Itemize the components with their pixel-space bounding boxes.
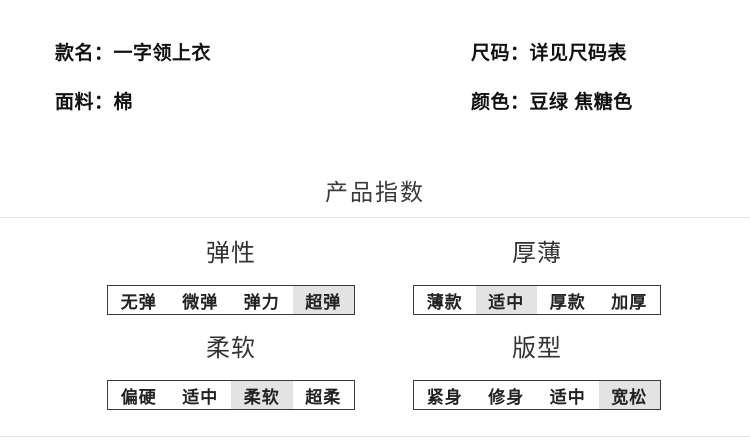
info-label: 款名：	[55, 43, 114, 64]
info-label: 尺码：	[471, 43, 530, 64]
info-row-size: 尺码：详见尺码表	[471, 38, 627, 65]
option-cell: 修身	[488, 387, 525, 407]
info-value: 详见尺码表	[529, 43, 628, 64]
group-title: 弹性	[206, 240, 256, 267]
info-value: 一字领上衣	[113, 43, 212, 64]
option-cell: 加厚	[611, 292, 648, 312]
option-cell: 适中	[549, 387, 586, 407]
option-cell: 适中	[182, 387, 219, 407]
option-cell-selected: 宽松	[598, 381, 660, 409]
option-cell: 微弹	[182, 292, 219, 312]
divider	[0, 436, 750, 437]
option-cell: 偏硬	[120, 387, 157, 407]
info-row-fabric: 面料：棉	[55, 87, 133, 114]
info-label: 面料：	[55, 92, 114, 113]
group-title: 版型	[512, 335, 562, 362]
option-scale: 无弹 微弹 弹力 超弹	[107, 285, 355, 315]
info-value: 豆绿 焦糖色	[529, 92, 633, 113]
option-scale: 薄款 适中 厚款 加厚	[413, 285, 661, 315]
option-cell-selected: 超弹	[292, 286, 354, 314]
info-row-style-name: 款名：一字领上衣	[55, 38, 211, 65]
index-group-softness: 柔软 偏硬 适中 柔软 超柔	[107, 334, 355, 410]
option-scale: 紧身 修身 适中 宽松	[413, 380, 661, 410]
index-group-thickness: 厚薄 薄款 适中 厚款 加厚	[413, 239, 661, 315]
option-scale: 偏硬 适中 柔软 超柔	[107, 380, 355, 410]
info-value: 棉	[113, 92, 134, 113]
option-cell: 超柔	[305, 387, 342, 407]
option-cell: 薄款	[426, 292, 463, 312]
group-title: 厚薄	[512, 240, 562, 267]
option-cell: 紧身	[426, 387, 463, 407]
group-title: 柔软	[206, 335, 256, 362]
divider	[0, 217, 750, 218]
info-label: 颜色：	[471, 92, 530, 113]
option-cell: 厚款	[549, 292, 586, 312]
option-cell: 无弹	[120, 292, 157, 312]
option-cell: 弹力	[243, 292, 280, 312]
info-row-color: 颜色：豆绿 焦糖色	[471, 87, 633, 114]
index-group-fit: 版型 紧身 修身 适中 宽松	[413, 334, 661, 410]
option-cell-selected: 柔软	[231, 381, 293, 409]
section-title: 产品指数	[325, 179, 425, 205]
option-cell-selected: 适中	[475, 286, 537, 314]
index-group-elasticity: 弹性 无弹 微弹 弹力 超弹	[107, 239, 355, 315]
